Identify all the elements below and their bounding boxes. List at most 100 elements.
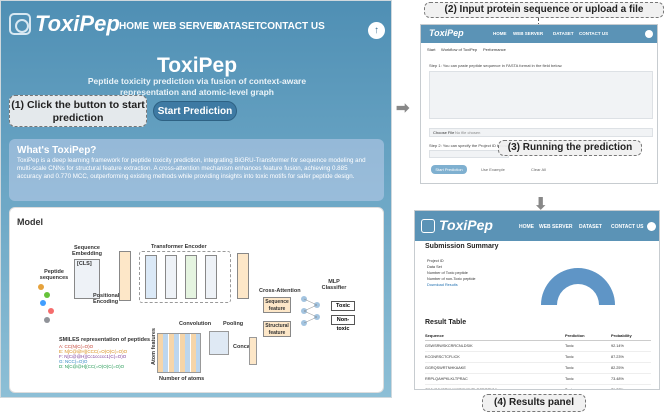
callout-1: (1) Click the button to start prediction [9,95,147,127]
col-sequence: Sequence [425,333,444,338]
cell-sequence: GSWSRWSKCRRCNLDSIK [425,344,473,348]
adaptive-pooling-block [237,253,249,299]
start-prediction-button[interactable]: Start Prediction [153,101,237,121]
choose-file-button[interactable]: Choose File [433,130,455,135]
cell-prediction: Toxic [565,377,574,381]
mini-up-icon[interactable] [645,30,653,38]
result-table: Sequence Prediction Probability GSWSRWSK… [425,333,651,390]
submit-button[interactable]: Start Prediction [431,165,467,174]
summary-list: Project ID Data Set Number of Toxic pept… [427,259,497,289]
smiles-item: A: CC(N)C(=O)O [59,344,94,349]
smiles-title: SMILES representation of peptides [59,337,151,343]
nav-contact-us[interactable]: CONTACT US [260,21,325,32]
tab-start[interactable]: Start [427,47,436,52]
no-file-text: No file chosen [455,130,481,135]
conv-map [209,331,229,355]
mini-nav-web-server[interactable]: WEB SERVER [513,31,544,36]
page-subtitle: Peptide toxicity prediction via fusion o… [87,76,307,97]
results-logo[interactable]: ToxiPep [439,217,493,233]
summary-title: Submission Summary [425,243,499,250]
step1-text: Step 1: You can paste peptide sequence i… [429,63,563,68]
logo-icon [9,13,31,35]
web-server-navbar [421,25,657,43]
results-up-icon[interactable] [647,222,656,231]
summary-item: Project ID [427,259,444,263]
cell-prediction: Toxic [565,344,574,348]
layer-norm-block [165,255,177,299]
non-toxic-output: Non-toxic [331,315,355,332]
cell-probability: 92.14% [611,344,624,348]
tab-workflow[interactable]: Workflow of ToxiPep [441,47,478,52]
toxic-output: Toxic [331,301,355,311]
nav-home[interactable]: HOME [119,21,149,32]
mlp-network-icon [301,296,320,326]
project-id-input[interactable] [429,150,509,158]
peptide-chain-icon [38,284,54,323]
cell-prediction: Toxic [565,366,574,370]
arrow-down-icon: ⬇ [534,196,548,213]
cell-sequence: KCGNRSCTCFLICK [425,355,460,359]
web-server-screenshot: ToxiPep HOME WEB SERVER DATASET CONTACT … [420,24,658,184]
concat-label: Concat [233,344,252,350]
results-navbar [415,211,659,241]
smiles-item: G: NCC(=O)O [59,359,88,364]
results-logo-icon [421,219,435,233]
summary-item: Number of Toxic peptide [427,271,468,275]
cell-probability: 71.27% [611,388,624,390]
bigru-block [119,251,131,301]
what-section [9,139,384,201]
cross-attention-label: Cross-Attention [259,288,301,294]
arrow-up-icon[interactable]: ↑ [368,22,385,39]
results-nav-dataset[interactable]: DATASET [579,224,602,230]
cell-prediction: Toxic [565,388,574,390]
example-button[interactable]: Use Example [481,167,505,172]
cell-probability: 87.23% [611,355,624,359]
callout-3: (3) Running the prediction [498,140,642,156]
embedding-block [74,259,100,299]
step2-text: Step 2: You can specify the Project ID b… [429,143,509,148]
layer-norm2-block [205,255,217,299]
mha-block [145,255,157,299]
callout-4: (4) Results panel [482,394,586,412]
clear-button[interactable]: Clear All [531,167,546,172]
file-upload-field[interactable] [429,128,653,137]
mini-logo: ToxiPep [429,28,464,38]
results-nav-contact[interactable]: CONTACT US [611,224,644,230]
sequence-feature-block: Sequence feature [263,297,291,313]
mini-nav-home[interactable]: HOME [493,31,507,36]
tab-performance[interactable]: Performance [483,47,506,52]
summary-item: Number of non-Toxic peptide [427,277,476,281]
feed-forward-block [185,255,197,299]
nav-dataset[interactable]: DATASET [215,21,261,32]
what-text: ToxiPep is a deep learning framework for… [17,157,366,180]
arrow-right-icon: ➡ [396,100,410,117]
model-label: Model [17,217,43,227]
positional-encoding-label: Positional Encoding [93,293,120,305]
results-nav-web-server[interactable]: WEB SERVER [539,224,573,230]
results-nav-home[interactable]: HOME [519,224,534,230]
cell-probability: 73.48% [611,377,624,381]
download-results-link[interactable]: Download Results [427,283,458,287]
nav-web-server[interactable]: WEB SERVER [153,21,221,32]
smiles-item: D: N[C@@H](CC(=O)O)C(=O)O [59,364,125,369]
result-table-title: Result Table [425,319,467,326]
logo-text[interactable]: ToxiPep [35,11,120,36]
summary-item: Data Set [427,265,442,269]
mini-nav-contact[interactable]: CONTACT US [579,31,609,36]
pooling-label: Pooling [223,321,244,327]
smiles-item: F: N[C@@H](Cc1ccccc1)C(=O)O [59,354,127,359]
table-header: Sequence Prediction Probability [425,333,651,341]
transformer-encoder-label: Transformer Encoder [151,244,207,250]
fasta-textarea[interactable] [429,71,653,119]
callout-2: (2) Input protein sequence or upload a f… [424,2,664,18]
transformer-encoder-box [139,251,231,303]
mini-nav-dataset[interactable]: DATASET [553,31,574,36]
results-screenshot: ToxiPep HOME WEB SERVER DATASET CONTACT … [414,210,660,390]
cell-sequence: GGRQSWRTNHKAAKE [425,366,466,370]
atom-features-label: Atom features [151,328,157,365]
mlp-label: MLP Classifier [321,279,347,291]
smiles-list: A: CC(N)C(=O)O E: N[C@@H](CCC(=O)O)C(=O)… [59,344,151,369]
